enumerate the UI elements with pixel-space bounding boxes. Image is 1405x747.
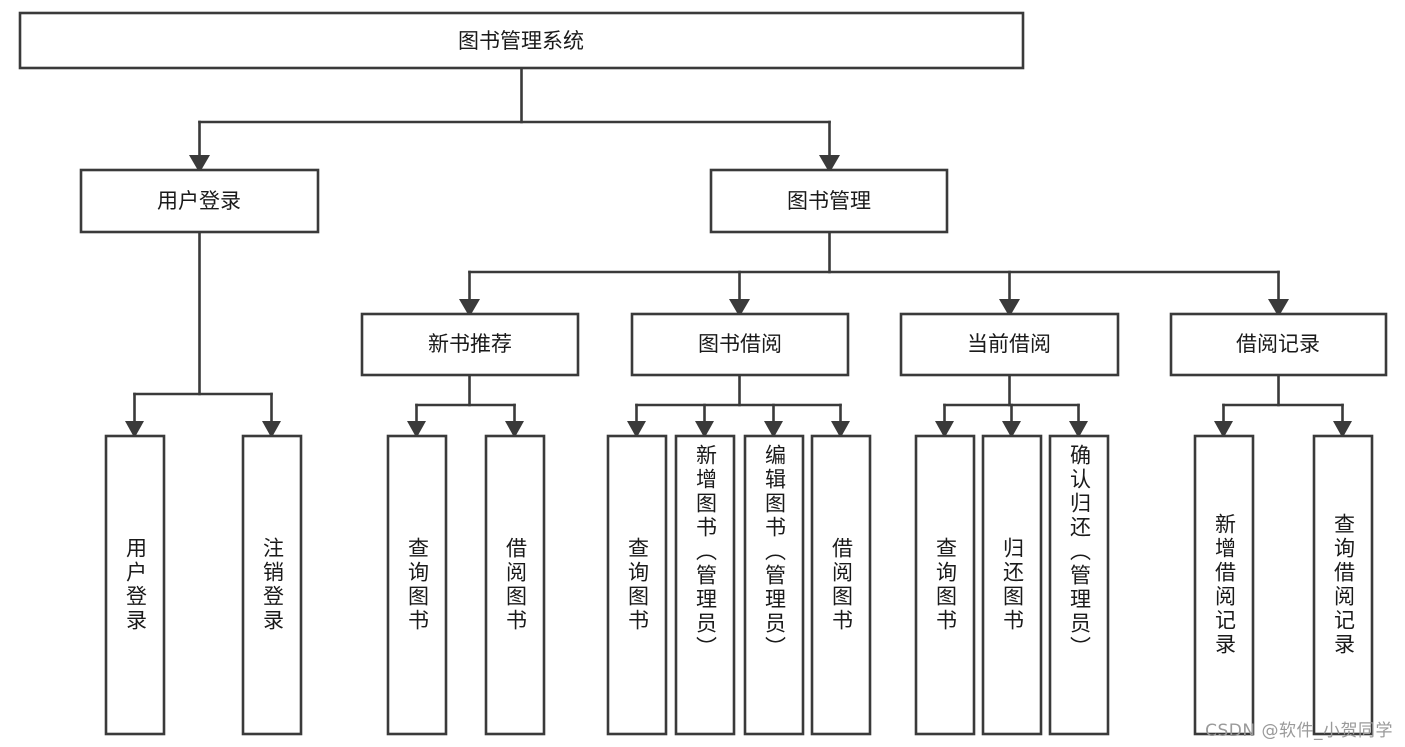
node-label-group: 图书管理系统 用户登录 图书管理 新书推荐 图书借阅 当前借阅 借阅记录 xyxy=(157,29,1320,356)
leaf-label-fo-bb-borrow: 借阅图书 xyxy=(829,537,854,633)
arrowhead-to-leaf-user-login xyxy=(125,421,144,438)
arrowhead-to-leaf-bb-edit xyxy=(764,421,783,438)
arrowhead-to-leaf-logout xyxy=(262,421,281,438)
leaf-label-fo-newbook-query: 查询图书 xyxy=(405,537,430,633)
node-box-leaf-logout[interactable] xyxy=(241,434,303,736)
leaf-label-bb-edit: 编辑图书（管理员） xyxy=(762,444,787,660)
arrowhead-to-book-borrow xyxy=(729,299,750,317)
leaf-label-fo-br-add: 新增借阅记录 xyxy=(1212,513,1237,657)
node-label-borrow-record: 借阅记录 xyxy=(1236,332,1320,356)
node-box-leaf-cb-query[interactable] xyxy=(914,434,976,736)
node-box-user-login[interactable] xyxy=(79,168,320,234)
leaf-label-br-add: 新增借阅记录 xyxy=(1212,513,1237,657)
node-box-root[interactable] xyxy=(18,11,1025,70)
node-box-leaf-bb-edit[interactable] xyxy=(743,434,805,736)
leaf-label-fo-bb-edit: 编辑图书（管理员） xyxy=(762,444,787,660)
node-box-book-manage[interactable] xyxy=(709,168,949,234)
arrowhead-to-leaf-cb-query xyxy=(935,421,954,438)
node-box-leaf-cb-return[interactable] xyxy=(981,434,1043,736)
arrowhead-to-leaf-cb-return xyxy=(1002,421,1021,438)
arrowhead-to-user-login xyxy=(189,155,210,173)
leaf-label-fo-bb-add: 新增图书（管理员） xyxy=(693,444,718,660)
arrowhead-to-leaf-newbook-query xyxy=(407,421,426,438)
connector-group xyxy=(133,66,1344,425)
arrowhead-to-leaf-cb-confirm xyxy=(1069,421,1088,438)
arrowhead-to-borrow-record xyxy=(1268,299,1289,317)
arrowhead-to-leaf-br-query xyxy=(1333,421,1352,438)
arrowhead-to-book-manage xyxy=(819,155,840,173)
leaf-label-cb-return: 归还图书 xyxy=(1000,537,1025,633)
leaf-label-bb-query: 查询图书 xyxy=(625,537,650,633)
leaf-label-br-query: 查询借阅记录 xyxy=(1331,513,1356,657)
node-label-new-book: 新书推荐 xyxy=(428,332,512,356)
node-label-book-borrow: 图书借阅 xyxy=(698,332,782,356)
node-box-leaf-cb-confirm[interactable] xyxy=(1048,434,1110,736)
arrowhead-to-new-book xyxy=(459,299,480,317)
leaf-label-group: 用户登录 注销登录 查询图书 借阅图书 查询图书 xyxy=(123,444,1356,660)
node-box-leaf-user-login[interactable] xyxy=(104,434,166,736)
node-label-current-borrow: 当前借阅 xyxy=(967,332,1051,356)
leaf-label-fo-cb-query: 查询图书 xyxy=(933,537,958,633)
node-box-leaf-newbook-borrow[interactable] xyxy=(484,434,546,736)
node-box-leaf-br-query[interactable] xyxy=(1312,434,1374,736)
leaf-label-bb-borrow: 借阅图书 xyxy=(829,537,854,633)
arrowhead-to-leaf-bb-add xyxy=(695,421,714,438)
node-box-leaf-bb-borrow[interactable] xyxy=(810,434,872,736)
node-box-new-book[interactable] xyxy=(360,312,580,377)
leaf-label-fo-bb-query: 查询图书 xyxy=(625,537,650,633)
leaf-label-newbook-query: 查询图书 xyxy=(405,537,430,633)
leaf-label-bb-add: 新增图书（管理员） xyxy=(693,444,718,660)
node-box-leaf-bb-query[interactable] xyxy=(606,434,668,736)
arrowhead-to-leaf-br-add xyxy=(1214,421,1233,438)
leaf-label-newbook-borrow: 借阅图书 xyxy=(503,537,528,633)
leaf-label-fo-user-login: 用户登录 xyxy=(123,537,148,633)
node-label-root: 图书管理系统 xyxy=(458,29,584,53)
arrowhead-to-current-borrow xyxy=(999,299,1020,317)
node-box-leaf-newbook-query[interactable] xyxy=(386,434,448,736)
leaf-label-user-login: 用户登录 xyxy=(123,537,148,633)
node-label-user-login: 用户登录 xyxy=(157,189,241,213)
node-box-book-borrow[interactable] xyxy=(630,312,850,377)
node-box-leaf-br-add[interactable] xyxy=(1193,434,1255,736)
arrowhead-to-leaf-bb-borrow xyxy=(831,421,850,438)
leaf-label-fo-cb-confirm: 确认归还（管理员） xyxy=(1067,444,1092,660)
arrowhead-to-leaf-newbook-borrow xyxy=(505,421,524,438)
leaf-label-cb-query: 查询图书 xyxy=(933,537,958,633)
leaf-label-logout: 注销登录 xyxy=(260,537,285,633)
arrowhead-group xyxy=(125,155,1352,438)
arrowhead-to-leaf-bb-query xyxy=(627,421,646,438)
leaf-label-fo-cb-return: 归还图书 xyxy=(1000,537,1025,633)
leaf-label-fo-br-query: 查询借阅记录 xyxy=(1331,513,1356,657)
node-box-current-borrow[interactable] xyxy=(899,312,1120,377)
csdn-watermark: CSDN @软件_小贺同学 xyxy=(1205,721,1393,741)
node-box-borrow-record[interactable] xyxy=(1169,312,1388,377)
node-label-book-manage: 图书管理 xyxy=(787,189,871,213)
leaf-label-cb-confirm: 确认归还（管理员） xyxy=(1067,444,1092,660)
node-box-group xyxy=(18,11,1388,736)
leaf-label-fo-logout: 注销登录 xyxy=(260,537,285,633)
node-box-leaf-bb-add[interactable] xyxy=(674,434,736,736)
leaf-label-fo-newbook-borrow: 借阅图书 xyxy=(503,537,528,633)
